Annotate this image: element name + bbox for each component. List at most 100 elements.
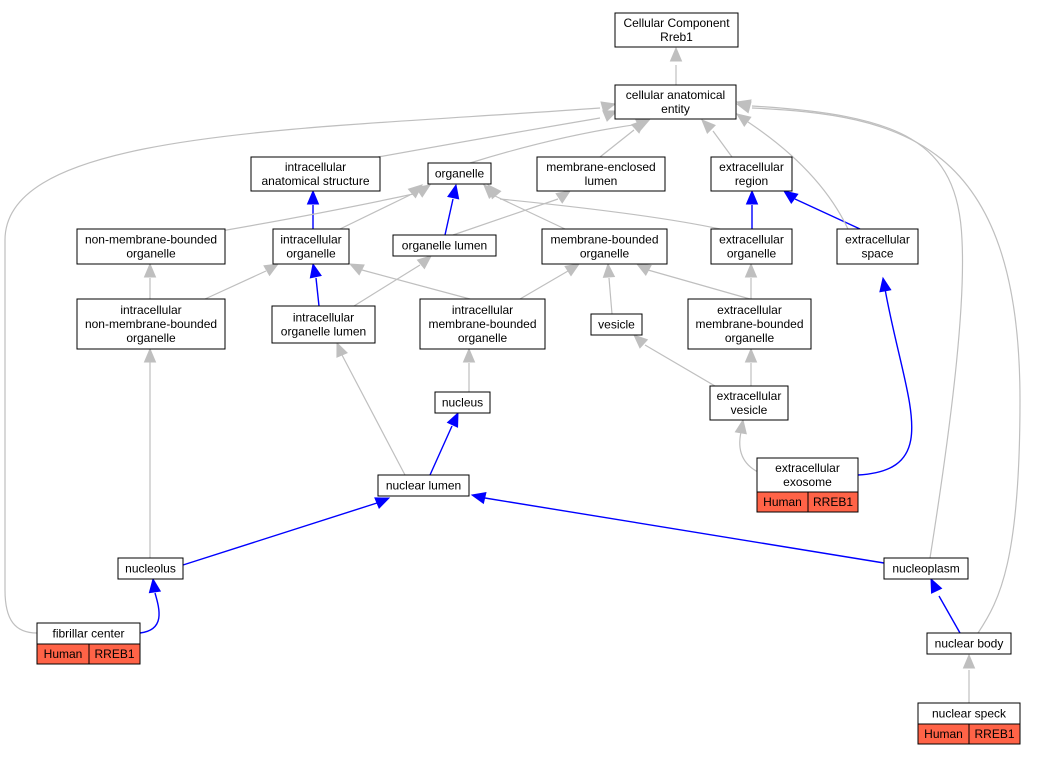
arrowhead-icon — [602, 262, 616, 278]
node-box — [392, 234, 497, 257]
go-term-nucleus[interactable]: nucleus — [434, 391, 491, 414]
is-a-edge-19 — [519, 270, 569, 300]
arrowhead-icon — [744, 347, 758, 363]
go-term-nuclear-speck[interactable]: nuclear speck — [917, 702, 1021, 725]
is-a-edge-17 — [353, 264, 421, 307]
arrowhead-icon — [263, 263, 280, 277]
node-box — [377, 474, 470, 497]
is-a-edge-7 — [339, 194, 411, 230]
arrowhead-icon — [735, 99, 752, 112]
node-box — [709, 385, 789, 421]
go-term-vesicle[interactable]: vesicle — [590, 313, 643, 336]
node-label: vesicle — [598, 318, 635, 332]
node-label: organelle — [458, 331, 508, 345]
is-a-edge-21 — [647, 269, 751, 300]
node-label: intracellular — [285, 160, 346, 174]
node-box — [536, 156, 666, 192]
arrowhead-icon — [416, 255, 432, 270]
is-a-edge-2 — [469, 123, 641, 164]
node-label: region — [735, 174, 768, 188]
node-label: organelle — [727, 247, 777, 261]
is-a-edge-38 — [751, 107, 1021, 634]
go-term-organelle[interactable]: organelle — [427, 162, 492, 185]
node-box — [710, 228, 793, 265]
node-label: intracellular — [293, 311, 354, 325]
arrowhead-icon — [630, 119, 646, 134]
arrowhead-icon — [782, 190, 799, 204]
node-label: nucleolus — [125, 562, 176, 576]
arrowhead-icon — [744, 262, 758, 278]
go-term-nucleoplasm[interactable]: nucleoplasm — [883, 557, 969, 580]
node-box — [836, 228, 919, 265]
go-term-nucleolus[interactable]: nucleolus — [117, 557, 184, 580]
part-of-edge-29 — [857, 288, 913, 476]
node-box — [687, 298, 812, 350]
node-box — [76, 228, 226, 265]
species-cell: Human — [763, 495, 802, 509]
node-label: nucleoplasm — [892, 562, 959, 576]
node-label: cellular anatomical — [626, 88, 725, 102]
node-label: nuclear speck — [932, 707, 1007, 721]
node-label: extracellular — [717, 303, 782, 317]
arrowhead-icon — [600, 101, 617, 114]
part-of-edge-16 — [315, 277, 320, 307]
node-label: space — [861, 247, 893, 261]
arrowhead-icon — [930, 577, 943, 594]
arrowhead-icon — [635, 263, 652, 276]
is-a-edge-18 — [361, 269, 471, 300]
node-box — [434, 391, 491, 414]
is-a-edge-6 — [220, 192, 419, 232]
is-a-edge-3 — [599, 129, 635, 158]
arrowhead-icon — [555, 190, 572, 204]
node-label: Cellular Component — [623, 16, 730, 30]
go-term-nuclear-lumen[interactable]: nuclear lumen — [377, 474, 470, 497]
node-box — [614, 84, 737, 120]
node-label: lumen — [585, 174, 618, 188]
species-cell: Human — [924, 727, 963, 741]
arrowhead-icon — [487, 184, 502, 200]
node-label: membrane-bounded — [550, 233, 658, 247]
gene-cell: RREB1 — [94, 647, 134, 661]
go-term-nuclear-body[interactable]: nuclear body — [926, 632, 1012, 655]
node-box — [541, 228, 668, 265]
part-of-edge-26 — [429, 425, 453, 476]
arrowhead-icon — [336, 341, 348, 358]
arrowhead-icon — [962, 653, 976, 669]
node-label: vesicle — [731, 403, 768, 417]
go-term-intracellular-non-membrane-bounded-organelle[interactable]: intracellularnon-membrane-boundedorganel… — [76, 298, 226, 350]
arrowhead-icon — [669, 46, 683, 62]
edge-layer — [4, 46, 1021, 703]
arrowhead-icon — [143, 347, 157, 363]
is-a-edge-9 — [494, 195, 566, 230]
node-box — [250, 156, 381, 192]
node-label: organelle — [725, 331, 775, 345]
go-term-organelle-lumen[interactable]: organelle lumen — [392, 234, 497, 257]
node-label: extracellular — [775, 461, 840, 475]
part-of-edge-13 — [794, 198, 861, 230]
is-a-edge-20 — [608, 277, 613, 315]
go-term-fibrillar-center[interactable]: fibrillar center — [36, 622, 141, 645]
arrowhead-icon — [348, 263, 365, 276]
arrowhead-icon — [879, 276, 892, 293]
node-box — [590, 313, 643, 336]
gene-cell-box — [88, 643, 141, 665]
